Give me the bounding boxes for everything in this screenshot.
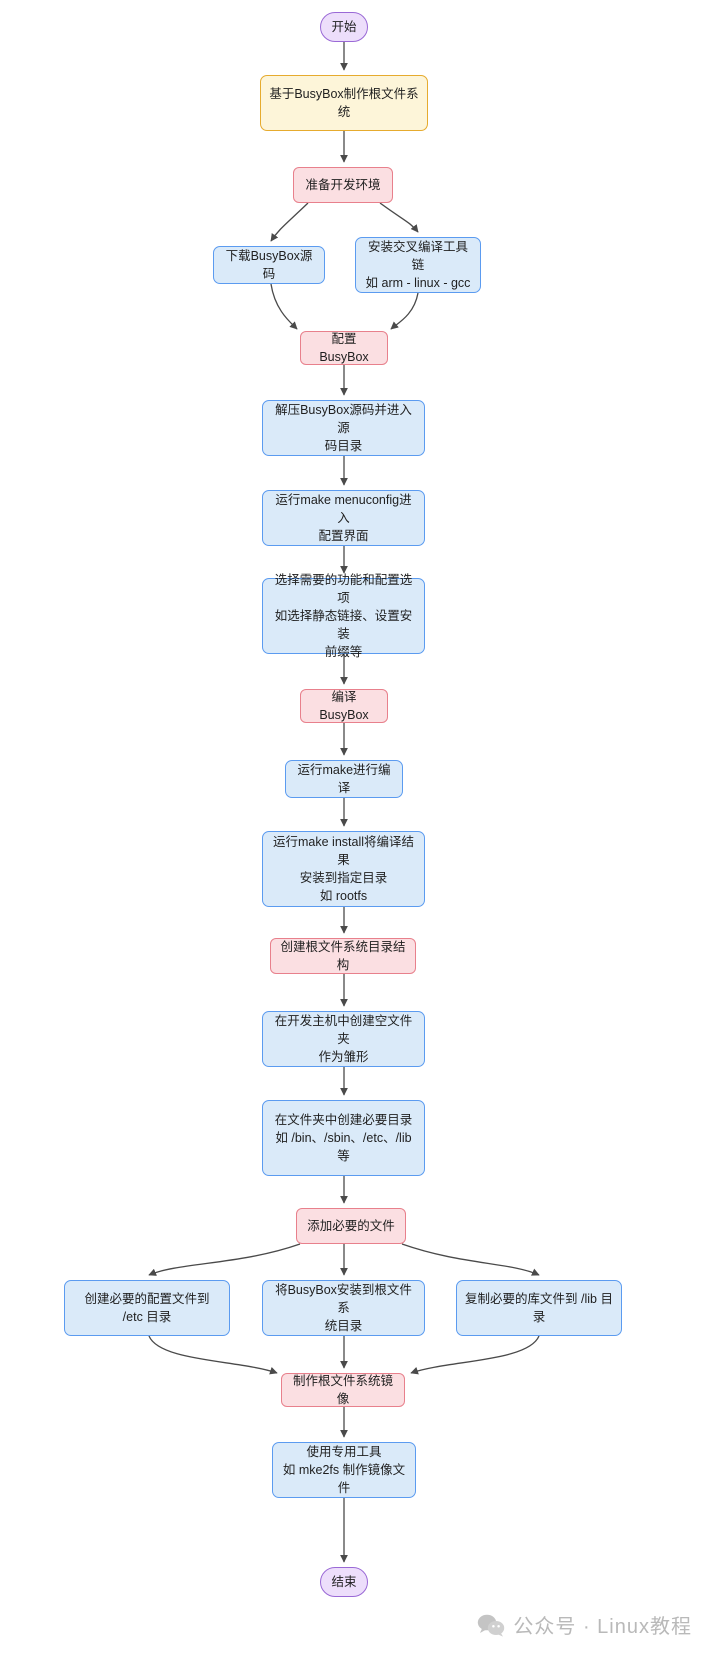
node-create-subdirectories[interactable]: 在文件夹中创建必要目录 如 /bin、/sbin、/etc、/lib 等 — [262, 1100, 425, 1176]
node-start[interactable]: 开始 — [320, 12, 368, 42]
node-install-busybox-to-rootfs[interactable]: 将BusyBox安装到根文件系 统目录 — [262, 1280, 425, 1336]
edge-add_files-to-etc_cfg — [148, 1243, 301, 1276]
watermark: 公众号 · Linux教程 — [477, 1610, 692, 1639]
node-download-source[interactable]: 下载BusyBox源码 — [213, 246, 325, 284]
node-compile-busybox[interactable]: 编译BusyBox — [300, 689, 388, 723]
node-root-filesystem[interactable]: 基于BusyBox制作根文件系统 — [260, 75, 428, 131]
node-make-rootfs-image[interactable]: 制作根文件系统镜像 — [281, 1373, 405, 1407]
node-run-make[interactable]: 运行make进行编译 — [285, 760, 403, 798]
node-create-etc-config[interactable]: 创建必要的配置文件到 /etc 目录 — [64, 1280, 230, 1336]
node-end[interactable]: 结束 — [320, 1567, 368, 1597]
node-configure-busybox[interactable]: 配置BusyBox — [300, 331, 388, 365]
node-use-mke2fs[interactable]: 使用专用工具 如 mke2fs 制作镜像文件 — [272, 1442, 416, 1498]
edge-toolchain-to-config_bb — [390, 292, 419, 330]
edge-prep_env-to-download — [270, 202, 309, 242]
edge-add_files-to-copy_libs — [401, 1243, 540, 1276]
node-run-menuconfig[interactable]: 运行make menuconfig进入 配置界面 — [262, 490, 425, 546]
node-prepare-environment[interactable]: 准备开发环境 — [293, 167, 393, 203]
edge-prep_env-to-toolchain — [379, 202, 419, 233]
node-make-install[interactable]: 运行make install将编译结果 安装到指定目录 如 rootfs — [262, 831, 425, 907]
wechat-icon — [478, 1614, 505, 1637]
edge-copy_libs-to-make_image — [410, 1335, 540, 1375]
node-create-empty-folder[interactable]: 在开发主机中创建空文件夹 作为雏形 — [262, 1011, 425, 1067]
watermark-text: 公众号 · Linux教程 — [513, 1616, 692, 1638]
node-create-directory-structure[interactable]: 创建根文件系统目录结构 — [270, 938, 416, 974]
edge-download-to-config_bb — [270, 283, 298, 330]
node-extract-source[interactable]: 解压BusyBox源码并进入源 码目录 — [262, 400, 425, 456]
node-select-options[interactable]: 选择需要的功能和配置选项 如选择静态链接、设置安装 前缀等 — [262, 573, 425, 659]
edge-etc_cfg-to-make_image — [148, 1335, 278, 1375]
node-install-toolchain[interactable]: 安装交叉编译工具链 如 arm - linux - gcc — [355, 237, 481, 293]
node-add-required-files[interactable]: 添加必要的文件 — [296, 1208, 406, 1244]
node-copy-libraries[interactable]: 复制必要的库文件到 /lib 目 录 — [456, 1280, 622, 1336]
